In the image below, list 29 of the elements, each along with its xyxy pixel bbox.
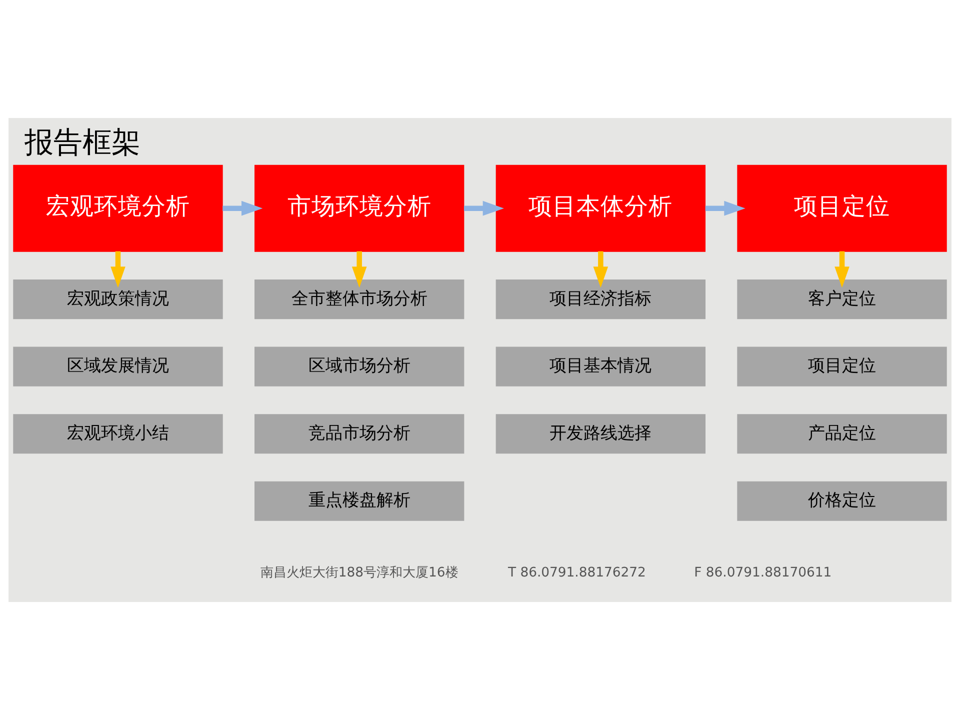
node-box: 项目定位: [737, 164, 947, 252]
node-box: 区域市场分析: [254, 346, 464, 386]
node-box: 开发路线选择: [496, 414, 706, 454]
node-box: 产品定位: [737, 414, 947, 454]
arrow: [593, 251, 608, 288]
node-box: 项目本体分析: [496, 164, 706, 252]
node-box: 竞品市场分析: [254, 414, 464, 454]
arrow: [352, 251, 367, 288]
node-box: 客户定位: [737, 280, 947, 320]
arrow: [834, 251, 850, 288]
label: F 86.0791.88170611: [694, 565, 832, 580]
arrow: [705, 200, 746, 216]
node-box: 价格定位: [737, 481, 947, 521]
node-box: 市场环境分析: [254, 164, 464, 252]
node-box: 重点楼盘解析: [254, 481, 464, 521]
label: 南昌火炬大街188号淳和大厦16楼: [260, 565, 458, 580]
arrow: [222, 200, 263, 216]
label: T 86.0791.88176272: [508, 565, 646, 580]
arrow: [464, 200, 504, 216]
node-box: 项目经济指标: [496, 280, 706, 320]
node-box: 区域发展情况: [13, 346, 223, 386]
arrow: [110, 251, 126, 288]
node-box: 宏观政策情况: [13, 280, 223, 320]
node-box: 项目基本情况: [496, 346, 706, 386]
node-box: 全市整体市场分析: [254, 280, 464, 320]
node-box: 宏观环境小结: [13, 414, 223, 454]
node-box: 项目定位: [737, 346, 947, 386]
node-box: 宏观环境分析: [13, 164, 223, 252]
diagram-title: 报告框架: [24, 124, 140, 159]
